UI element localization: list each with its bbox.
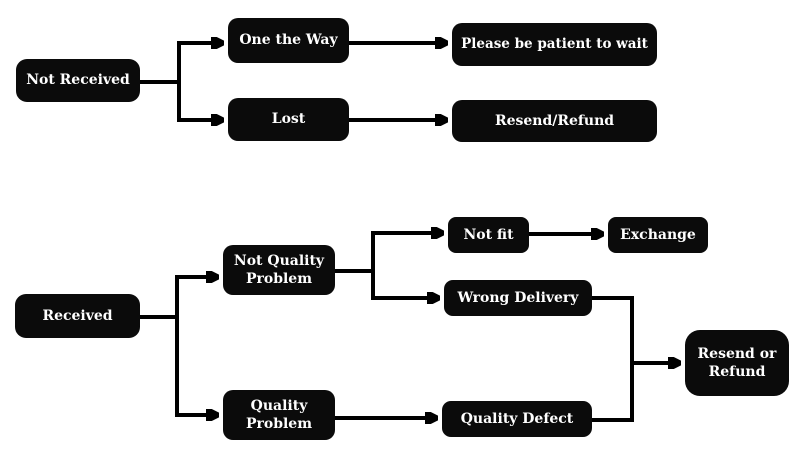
node-not-received: Not Received <box>16 59 140 102</box>
node-exchange: Exchange <box>608 217 708 253</box>
node-lost: Lost <box>228 98 349 141</box>
node-resend-or-refund: Resend or Refund <box>685 330 789 396</box>
node-received: Received <box>15 294 140 338</box>
node-quality-defect: Quality Defect <box>442 401 592 437</box>
node-quality-problem: Quality Problem <box>223 390 335 440</box>
node-not-fit: Not fit <box>448 217 529 253</box>
node-please-be-patient: Please be patient to wait <box>452 23 657 66</box>
node-resend-refund: Resend/Refund <box>452 100 657 142</box>
node-not-quality-problem: Not Quality Problem <box>223 245 335 295</box>
node-wrong-delivery: Wrong Delivery <box>444 280 592 316</box>
node-one-the-way: One the Way <box>228 18 349 63</box>
